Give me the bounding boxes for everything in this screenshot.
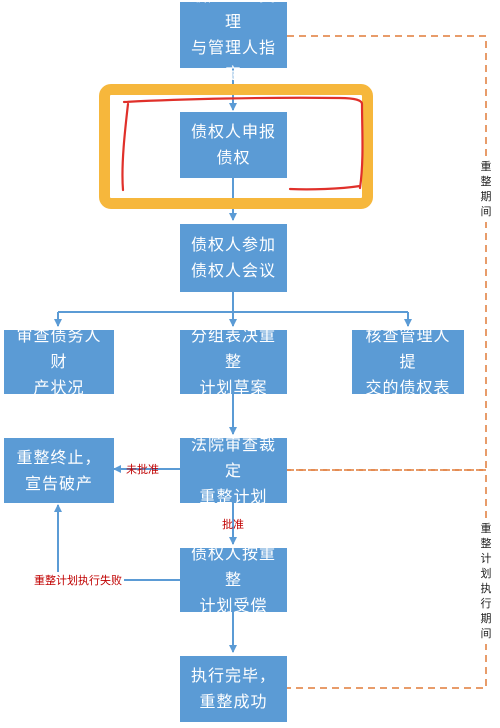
- period-label-execution: 重整计划执行期间: [478, 518, 494, 644]
- node-success: 执行完毕， 重整成功: [180, 656, 287, 722]
- label-approved: 批准: [222, 518, 244, 531]
- node-appoint: 破产重整受理 与管理人指定: [180, 0, 287, 83]
- node-meeting: 债权人参加 债权人会议: [180, 224, 287, 292]
- highlight-frame: [99, 84, 373, 209]
- node-terminate: 重整终止， 宣告破产: [4, 438, 114, 503]
- node-vote: 分组表决重整 计划草案: [180, 326, 287, 397]
- node-declare: 债权人申报 债权: [180, 112, 287, 178]
- node-review-assets: 审查债务人财 产状况: [4, 326, 114, 397]
- node-repay: 债权人按重整 计划受偿: [180, 544, 287, 615]
- period-bracket-execution: [287, 469, 487, 689]
- period-label-reorg: 重整期间: [478, 156, 494, 222]
- label-execution-failed: 重整计划执行失败: [32, 572, 124, 588]
- node-verify: 核查管理人提 交的债权表: [352, 326, 464, 397]
- node-court: 法院审查裁定 重整计划: [180, 435, 287, 506]
- label-not-approved: 未批准: [126, 463, 159, 476]
